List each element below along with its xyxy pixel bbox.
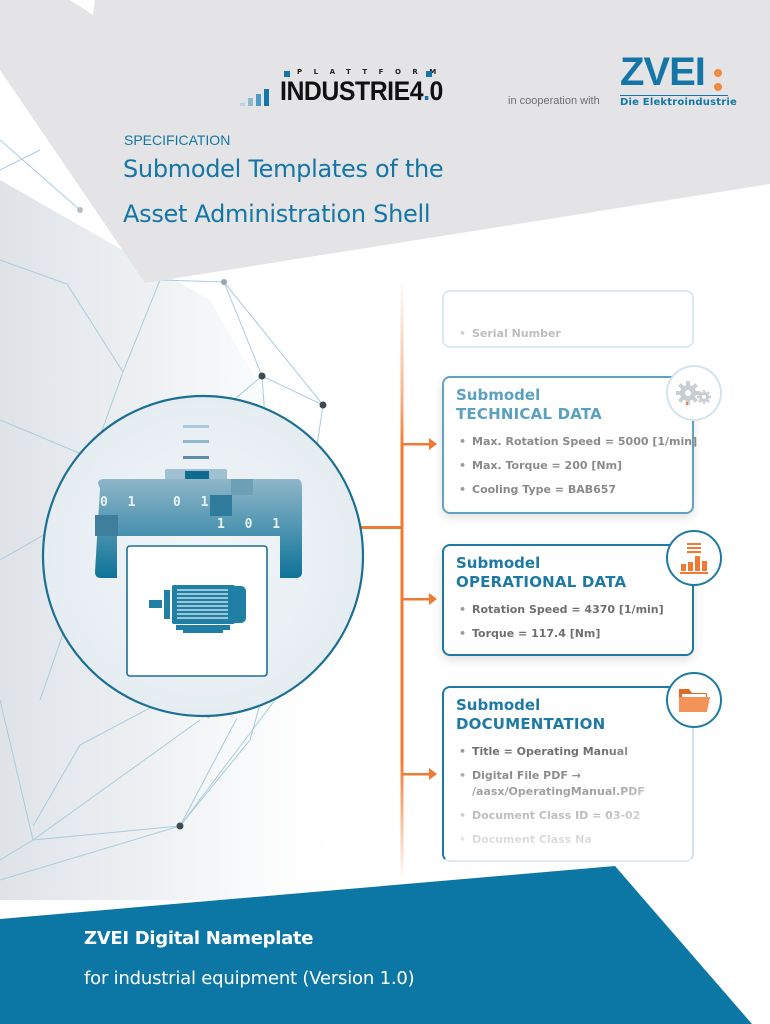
document-title-line1: Submodel Templates of the (123, 155, 444, 183)
header-notch (70, 0, 95, 15)
bar-chart-icon (680, 543, 708, 574)
electric-motor-icon (149, 585, 246, 633)
bits-label: 0 1 (173, 495, 215, 510)
bits-label: 0 1 (100, 495, 142, 510)
industrie-wordmark: INDUSTRIE4.0 (280, 76, 443, 106)
arrow-technical (429, 438, 437, 450)
submodel-heading: Submodel (456, 554, 541, 572)
arrow-operational (429, 593, 437, 605)
bits-label: 1 0 1 (217, 517, 287, 532)
plattform-label: PLATTFORM (297, 68, 448, 76)
header-panel (0, 0, 770, 283)
zvei-logo: ZVEI Die Elektroindustrie (618, 50, 737, 110)
cooperation-text: in cooperation with (508, 95, 600, 107)
zvei-colon-icon (714, 64, 723, 94)
gears-icon (676, 381, 711, 405)
submodel-card-faded: Serial Number (442, 290, 694, 348)
version-major: 4 (409, 76, 424, 106)
submodel-item: Document Class ID = 03-02 (456, 804, 680, 828)
asset-shell-icon (95, 425, 302, 578)
submodel-item: Max. Torque = 200 [Nm] (456, 454, 680, 478)
submodel-card-operational-data: Submodel OPERATIONAL DATA Rotation Speed… (442, 544, 694, 656)
document-title-line2: Asset Administration Shell (123, 200, 431, 228)
submodel-item: Rotation Speed = 4370 [1/min] (456, 598, 680, 622)
submodel-item: Cooling Type = BAB657 (456, 478, 680, 502)
submodel-heading: Submodel (456, 386, 541, 404)
banner-title: ZVEI Digital Nameplate (84, 928, 314, 949)
logo-square (426, 71, 432, 77)
submodel-item: Torque = 117.4 [Nm] (456, 622, 680, 646)
plattform-industrie-logo: PLATTFORM INDUSTRIE4.0 (240, 68, 500, 108)
submodel-item: Digital File PDF → /aasx/OperatingManual… (456, 764, 662, 804)
bottom-banner (0, 866, 752, 1024)
banner-subtitle: for industrial equipment (Version 1.0) (84, 968, 415, 989)
industrie-word: INDUSTRIE (280, 76, 410, 106)
technical-data-badge (666, 365, 722, 421)
zvei-wordmark: ZVEI (620, 50, 706, 94)
zvei-tagline: Die Elektroindustrie (620, 97, 737, 108)
logo-square (284, 71, 290, 77)
folder-icon (679, 689, 710, 712)
signal-bars-icon (240, 82, 280, 106)
operational-data-badge (666, 530, 722, 586)
version-dot: . (423, 76, 430, 106)
submodel-name: OPERATIONAL DATA (456, 573, 627, 591)
submodel-name: TECHNICAL DATA (456, 405, 602, 423)
submodel-item: Serial Number (456, 322, 680, 346)
submodel-name: DOCUMENTATION (456, 715, 606, 733)
zvei-divider (620, 95, 728, 96)
document-type-label: SPECIFICATION (124, 132, 231, 148)
documentation-badge (666, 672, 722, 728)
submodel-heading: Submodel (456, 696, 541, 714)
submodel-item: Max. Rotation Speed = 5000 [1/min] (456, 430, 697, 454)
arrow-documentation (429, 768, 437, 780)
submodel-card-documentation: Submodel DOCUMENTATION Title = Operating… (442, 686, 694, 862)
version-minor: 0 (429, 76, 444, 106)
submodel-card-technical-data: Submodel TECHNICAL DATA Max. Rotation Sp… (442, 376, 697, 514)
submodel-item: Title = Operating Manual (456, 740, 680, 764)
submodel-item: Document Class Na (456, 828, 680, 852)
submodel-arrows (402, 438, 437, 780)
timeline-line (400, 280, 404, 880)
